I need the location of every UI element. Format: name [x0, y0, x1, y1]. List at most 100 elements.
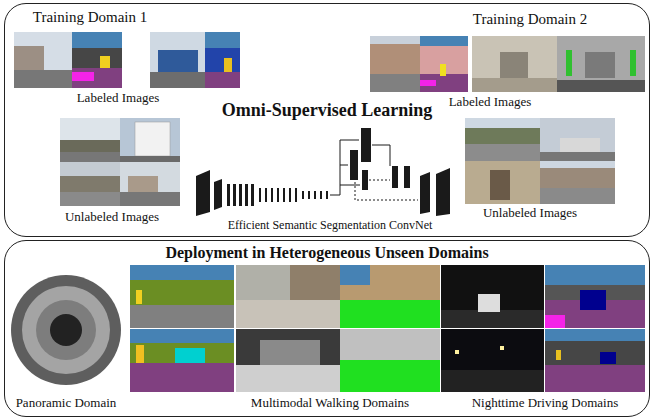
layer-block	[436, 168, 450, 216]
photo-tile	[370, 36, 420, 92]
night-photo-tile	[441, 310, 544, 328]
segmentation-tile	[130, 343, 234, 363]
photo-tile	[150, 32, 205, 88]
photo-tile	[14, 70, 72, 88]
segmentation-tile	[72, 68, 122, 88]
segmentation-tile	[205, 72, 240, 88]
photo-tile	[60, 162, 120, 206]
photo-tile	[540, 118, 615, 161]
segmentation-tile	[420, 74, 468, 92]
photo-tile	[60, 192, 120, 206]
infrared-tile	[260, 340, 320, 365]
photo-tile	[540, 168, 615, 188]
caption-label: Training Domain 2	[471, 11, 589, 28]
layer-block	[196, 170, 210, 216]
photo-tile	[60, 140, 120, 152]
segmentation-tile	[545, 265, 645, 328]
labeled-images-2	[370, 36, 645, 92]
layer-block	[314, 191, 316, 199]
panel-heading: Deployment in Heterogeneous Unseen Domai…	[161, 244, 492, 262]
fisheye-ring	[22, 286, 110, 374]
caption-label: Unlabeled Images	[63, 210, 161, 225]
layer-block	[420, 172, 430, 214]
photo-tile	[60, 176, 120, 192]
photo-tile	[150, 72, 205, 88]
segmentation-tile	[557, 80, 645, 92]
layer-block	[277, 188, 279, 202]
photo-tile	[135, 122, 170, 156]
panoramic-image	[11, 275, 121, 385]
night-photo-tile	[441, 265, 544, 328]
layer-block	[361, 128, 371, 162]
photo-tile	[465, 128, 540, 144]
layer-block	[320, 191, 322, 199]
segmentation-tile	[130, 329, 234, 343]
layer-block	[227, 184, 230, 206]
segmentation-tile	[340, 300, 440, 328]
segmentation-tile	[545, 265, 645, 285]
layer-block	[350, 150, 358, 180]
segmentation-tile	[136, 290, 142, 304]
photo-tile	[236, 265, 340, 328]
panel: Deployment in Heterogeneous Unseen Domai…	[4, 240, 650, 417]
skip-line	[340, 165, 348, 166]
layer-block	[295, 188, 297, 202]
skip-line	[355, 182, 418, 200]
layer-block	[239, 184, 242, 206]
skip-line	[372, 145, 390, 166]
unlabeled-images-1	[60, 118, 180, 206]
layer-block	[326, 191, 328, 199]
photo-tile	[500, 52, 528, 78]
photo-tile	[120, 192, 180, 206]
fisheye-center	[50, 314, 82, 346]
layer-block	[233, 184, 236, 206]
skip-line	[369, 180, 390, 181]
segmentation-tile	[630, 50, 636, 76]
layer-block	[271, 188, 273, 202]
photo-tile	[290, 265, 340, 300]
caption-label: Labeled Images	[75, 91, 162, 106]
segmentation-tile	[72, 72, 94, 81]
segmentation-tile	[224, 58, 232, 72]
photo-tile	[158, 50, 198, 72]
night-photo-tile	[441, 370, 544, 392]
photo-tile	[465, 118, 540, 161]
segmentation-tile	[340, 360, 440, 392]
caption-label: Multimodal Walking Domains	[249, 396, 411, 411]
segmentation-tile	[130, 363, 234, 392]
segmentation-tile	[340, 265, 370, 285]
segmentation-tile	[557, 36, 645, 92]
layer-block	[251, 184, 254, 206]
segmentation-tile	[175, 348, 205, 363]
photo-tile	[472, 36, 557, 92]
night-photo-tile	[455, 350, 459, 354]
photo-tile	[472, 78, 557, 92]
layer-block	[362, 170, 368, 190]
layer-block	[245, 184, 248, 206]
photo-tile	[14, 32, 72, 88]
infrared-tile	[236, 329, 340, 392]
photo-tile	[540, 188, 615, 204]
layer-block	[392, 166, 398, 188]
photo-tile	[560, 138, 600, 152]
caption-label: Labeled Images	[447, 95, 534, 110]
layer-block	[259, 188, 261, 202]
skip-lines	[330, 140, 418, 200]
photo-tile	[120, 118, 180, 162]
photo-tile	[490, 170, 510, 200]
layer-block	[302, 191, 304, 199]
caption-label: Efficient Semantic Segmentation ConvNet	[226, 219, 435, 233]
segmentation-tile	[440, 64, 446, 76]
segmentation-tile	[545, 329, 645, 392]
segmentation-tile	[205, 32, 240, 88]
deployment-images	[130, 265, 645, 392]
layer-block	[214, 179, 222, 210]
segmentation-tile	[136, 345, 144, 363]
segmentation-tile	[72, 32, 122, 88]
photo-tile	[370, 74, 420, 92]
layer-block	[404, 166, 410, 188]
caption-label: Panoramic Domain	[14, 396, 119, 411]
segmentation-tile	[545, 315, 565, 328]
caption-label: Unlabeled Images	[481, 206, 579, 221]
night-photo-tile	[500, 346, 504, 350]
